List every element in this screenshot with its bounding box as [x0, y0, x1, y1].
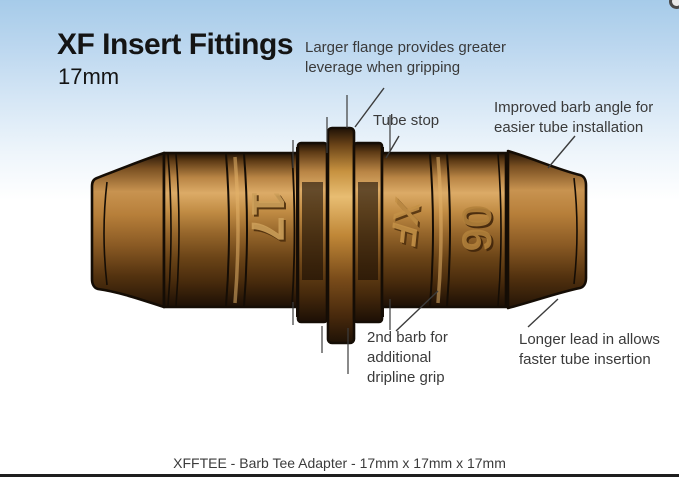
product-caption: XFFTEE - Barb Tee Adapter - 17mm x 17mm …	[173, 455, 506, 471]
center-flange	[326, 126, 356, 345]
annotation-barb-angle: Improved barb angle for easier tube inst…	[494, 99, 654, 136]
emboss-markings: 17 17 XF XF 90 90	[242, 190, 502, 253]
emboss-size-left-shadow: 17	[244, 192, 296, 243]
leader-2nd-barb	[395, 290, 439, 332]
annotation-lead-in: Longer lead in allows faster tube insert…	[519, 331, 660, 368]
left-barb-tip	[90, 151, 166, 309]
leader-lead-in	[527, 298, 559, 328]
leader-tube-stop	[385, 135, 400, 159]
barb-coupling-graphic	[90, 126, 588, 345]
emboss-size-right: 90	[453, 205, 500, 252]
emboss-size-right-shadow: 90	[455, 207, 502, 254]
leader-lines	[354, 87, 576, 332]
right-ridge-ring	[429, 153, 451, 307]
left-collar-shade	[302, 182, 323, 280]
leader-barb-angle	[547, 135, 576, 169]
annotation-flange: Larger flange provides greater leverage …	[305, 39, 506, 76]
emboss-size-left: 17	[242, 190, 294, 241]
left-ridge-highlight	[233, 156, 240, 304]
bottom-edge-bar	[0, 474, 679, 477]
leader-flange	[354, 87, 385, 128]
page-subtitle: 17mm	[58, 64, 120, 89]
left-tip-rim	[103, 181, 108, 286]
emboss-logo: XF	[383, 195, 429, 248]
annotation-tube-stop: Tube stop	[373, 112, 440, 129]
right-body	[380, 151, 508, 309]
guide-ticks	[292, 95, 391, 374]
left-junction-groove	[167, 153, 180, 307]
page-title: XF Insert Fittings	[57, 28, 294, 61]
left-collar-ridge	[291, 153, 296, 307]
annotation-second-barb: 2nd barb for additional dripline grip	[367, 329, 448, 386]
right-barb-tip	[506, 149, 588, 310]
right-collar-shade	[358, 182, 378, 280]
emboss-logo-shadow: XF	[385, 197, 431, 250]
corner-button-partial[interactable]	[669, 0, 679, 9]
right-tip-rim	[573, 177, 578, 285]
left-ridge-ring	[225, 153, 248, 307]
right-ridge-highlight	[436, 156, 443, 304]
